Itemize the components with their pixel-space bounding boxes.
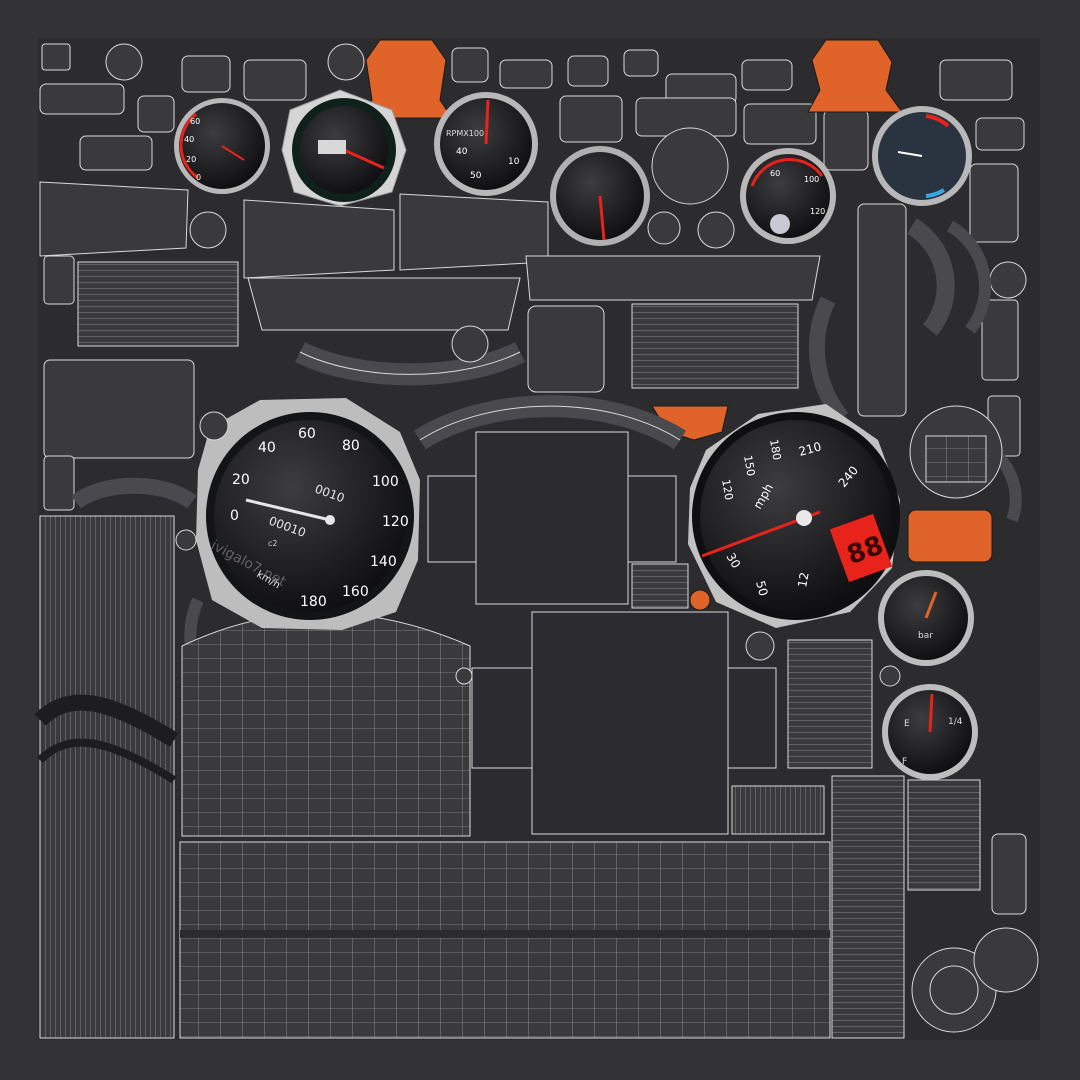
digital-speed-display [829,513,893,583]
speedo-right-tick-12: 12 [795,571,811,588]
gauge-1-tick-1: 60 [190,117,200,126]
speedo-left-tick-160: 160 [342,584,369,600]
orange-trim-pieces [359,39,993,611]
speedometer-left: 0 20 40 60 80 100 120 140 160 180 0010 0… [196,398,420,630]
speedo-right-left-tick-180: 180 [767,438,783,461]
gauge-5-tick-3: 120 [810,207,825,216]
speedo-right-tick-50: 50 [753,579,770,597]
gauge-4 [550,146,650,246]
bottom-grid-panel [179,841,831,1039]
arc-strips [71,218,1022,673]
gauge-3-tick-3: 10 [508,157,520,167]
gauge-3: RPMX100 40 50 10 [434,92,538,196]
speedo-right-tick-210: 210 [797,439,823,458]
speedo-left-tick-60: 60 [298,426,316,442]
gauge-3-tick-2: 50 [470,171,482,181]
dash-curved-grid [181,612,471,837]
speedo-left-tick-180: 180 [300,594,327,610]
gauge-5-tick-1: 60 [770,169,780,178]
gauge-3-tick-1: 40 [456,147,468,157]
speedo-right-left-tick-150: 150 [741,454,757,477]
fuel-gauge-quarter: 1/4 [948,717,963,727]
gauge-1-tick-2: 40 [184,135,194,144]
speedo-right-left-tick-120: 120 [719,478,735,501]
gauge-6 [872,106,972,206]
left-stripe-panel [39,515,175,1039]
gauge-2 [281,89,407,207]
speedometer-right: 210 240 30 50 12 120 150 180 mph 88 [688,404,900,628]
speedo-left-tick-20: 20 [232,472,250,488]
gauge-1-tick-3: 20 [186,155,196,164]
fuel-gauge: F 1/4 E [882,684,978,780]
gauge-5-tick-2: 100 [804,175,819,184]
oil-gauge-unit: bar [918,631,933,641]
fuel-gauge-full: F [902,757,907,767]
gauge-1-tick-4: 0 [196,173,201,182]
right-column-panel [831,775,905,1039]
misc-round-islands [175,127,901,687]
fuel-gauge-empty: E [904,719,910,729]
speedo-left-tick-0: 0 [230,508,239,524]
top-wire-islands [39,43,1027,299]
bottom-right-islands [909,405,1039,1033]
center-panel-islands [427,431,777,835]
left-wave [34,694,179,747]
gauge-1: 60 40 20 0 [174,98,270,194]
speedo-left-tick-100: 100 [372,474,399,490]
speedo-left-tick-120: 120 [382,514,409,530]
oil-gauge: bar [878,570,974,666]
speedo-left-tick-80: 80 [342,438,360,454]
gauge-5: 60 100 120 [740,148,836,244]
upper-wire-panels [39,181,1021,511]
speedo-left-small-text: c2 [268,539,278,548]
speedo-left-tick-40: 40 [258,440,276,456]
gauge-3-label: RPMX100 [446,129,484,138]
speedo-right-tick-30: 30 [723,551,743,571]
speedo-left-tick-140: 140 [370,554,397,570]
